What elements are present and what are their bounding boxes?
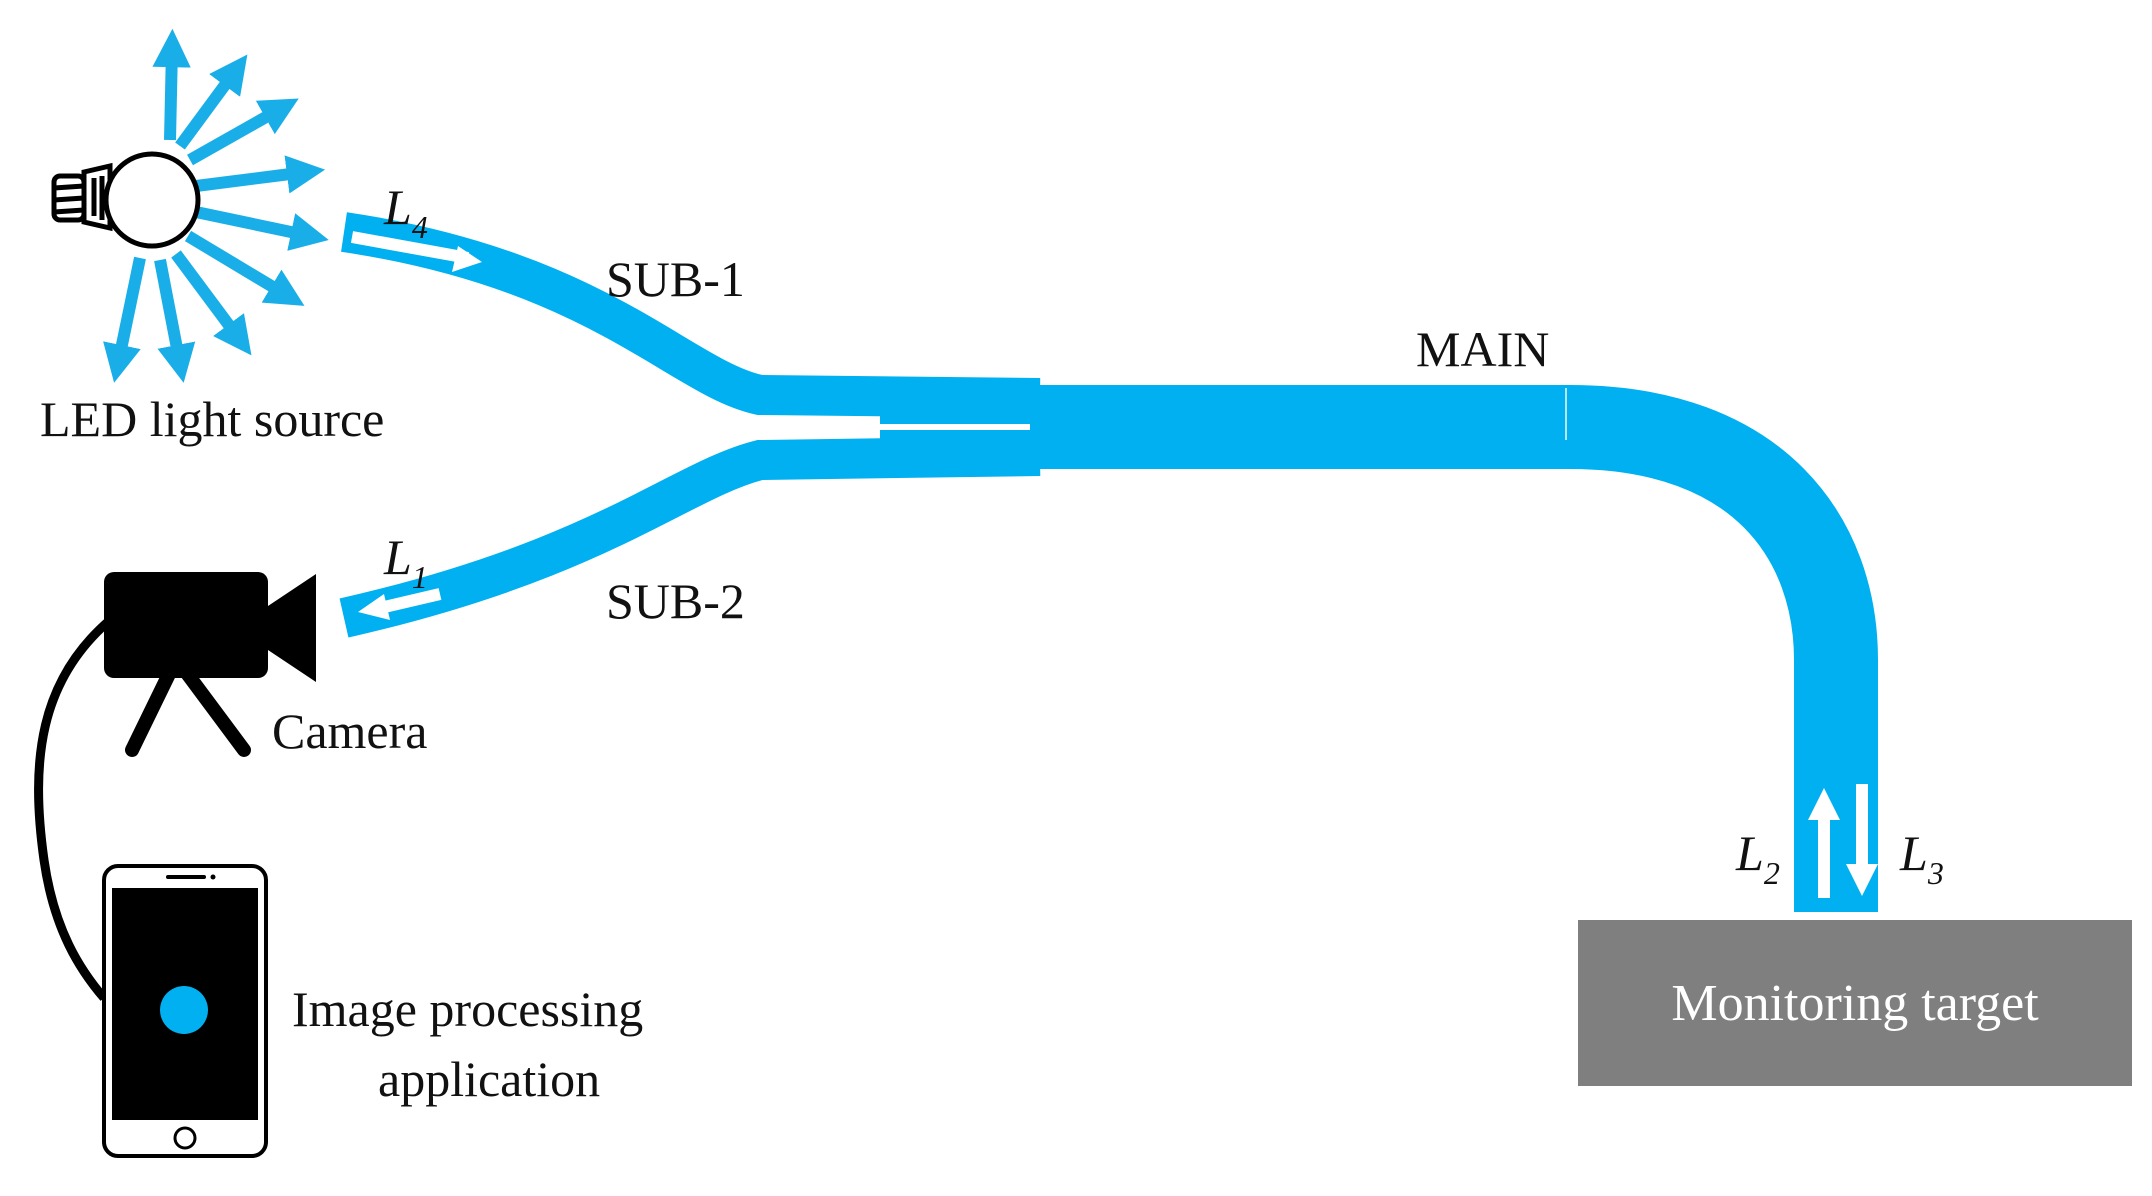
app-dot	[160, 986, 208, 1034]
l3-arrow	[1846, 784, 1878, 896]
l1-label: L1	[383, 529, 428, 595]
bulb-globe	[103, 151, 201, 249]
sub2-fiber	[339, 436, 1041, 638]
sub2-label: SUB-2	[606, 573, 745, 629]
led-light-source-label: LED light source	[40, 391, 384, 447]
image-processing-label: Image processing	[292, 981, 643, 1037]
l4-arrow	[350, 231, 482, 272]
l4-label: L4	[383, 179, 428, 245]
light-rays	[103, 28, 329, 383]
sub1-label: SUB-1	[606, 251, 745, 307]
l2-label: L2	[1735, 825, 1780, 891]
monitoring-target-label: Monitoring target	[1671, 975, 2039, 1032]
smartphone-icon	[102, 864, 268, 1158]
camera-label: Camera	[272, 703, 427, 759]
bulb-base	[51, 162, 113, 232]
bulb-icon	[51, 28, 329, 383]
l3-label: L3	[1899, 825, 1944, 891]
video-camera-icon	[104, 572, 316, 757]
application-label: application	[378, 1051, 600, 1107]
main-fiber	[1030, 385, 1878, 912]
l2-arrow	[1808, 788, 1840, 898]
fiber-bundle	[339, 212, 1878, 912]
main-label: MAIN	[1416, 321, 1549, 377]
monitoring-target-box	[1578, 920, 2132, 1086]
l1-arrow	[358, 588, 442, 620]
camera-cable	[34, 616, 113, 1001]
